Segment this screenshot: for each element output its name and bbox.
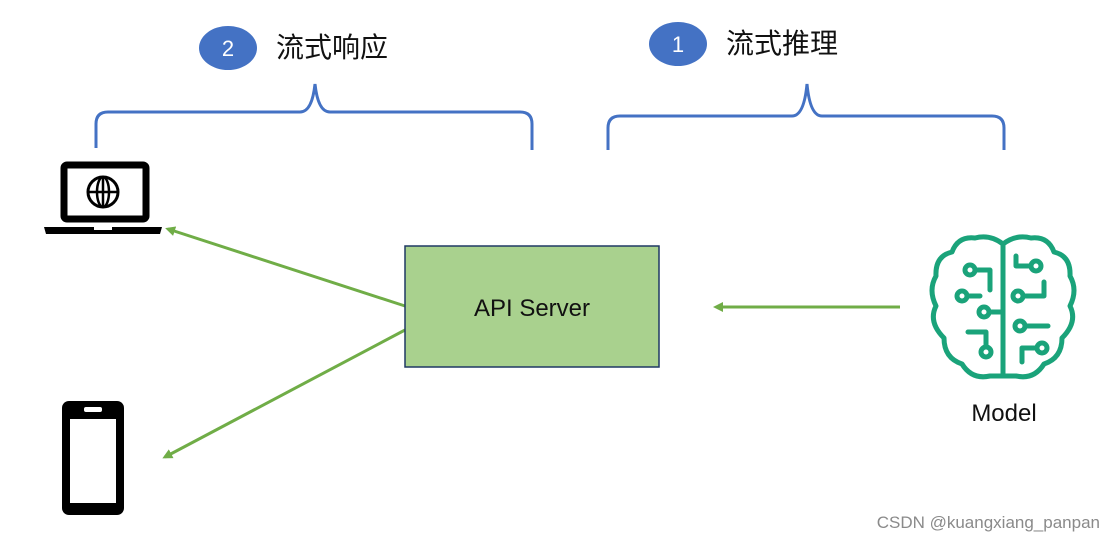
- step-1-number: 1: [672, 32, 684, 57]
- globe-icon: [86, 175, 120, 209]
- arrow-server-to-phone: [162, 328, 406, 459]
- step-2-number: 2: [222, 36, 234, 61]
- step-2-brace: [94, 83, 534, 150]
- watermark-text: CSDN @kuangxiang_panpan: [877, 513, 1100, 532]
- api-server-label: API Server: [474, 295, 590, 322]
- model-label: Model: [971, 400, 1036, 427]
- smartphone-icon: [62, 401, 124, 515]
- arrow-server-to-laptop: [165, 226, 406, 308]
- api-server-box: API Server: [404, 245, 660, 368]
- step-1-badge: [649, 22, 707, 66]
- step-2-label: 流式响应: [276, 31, 388, 64]
- step-2-badge: [199, 26, 257, 70]
- laptop-globe-icon: [44, 161, 162, 234]
- step-1-brace: [606, 83, 1006, 150]
- step-1-label: 流式推理: [726, 27, 838, 60]
- brain-circuit-icon: [929, 234, 1077, 380]
- step-1-group: 1 流式推理: [649, 22, 838, 66]
- step-2-group: 2 流式响应: [199, 26, 388, 70]
